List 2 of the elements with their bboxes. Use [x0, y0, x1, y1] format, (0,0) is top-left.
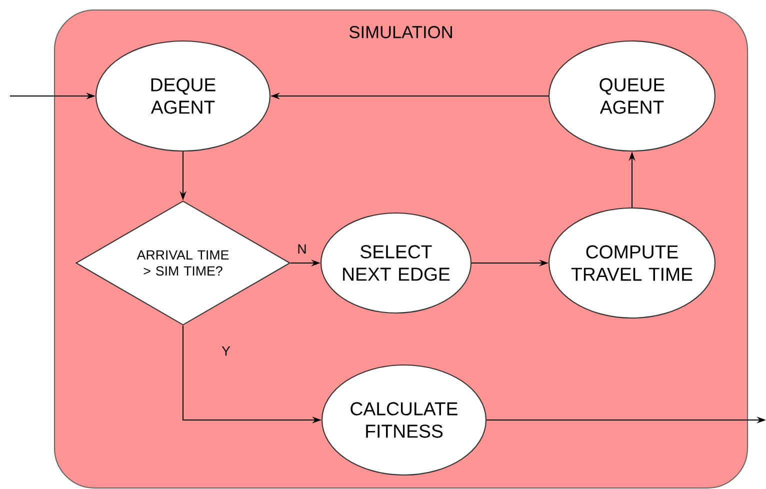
edge-label: Y [222, 346, 230, 356]
edge-label: N [298, 244, 306, 254]
